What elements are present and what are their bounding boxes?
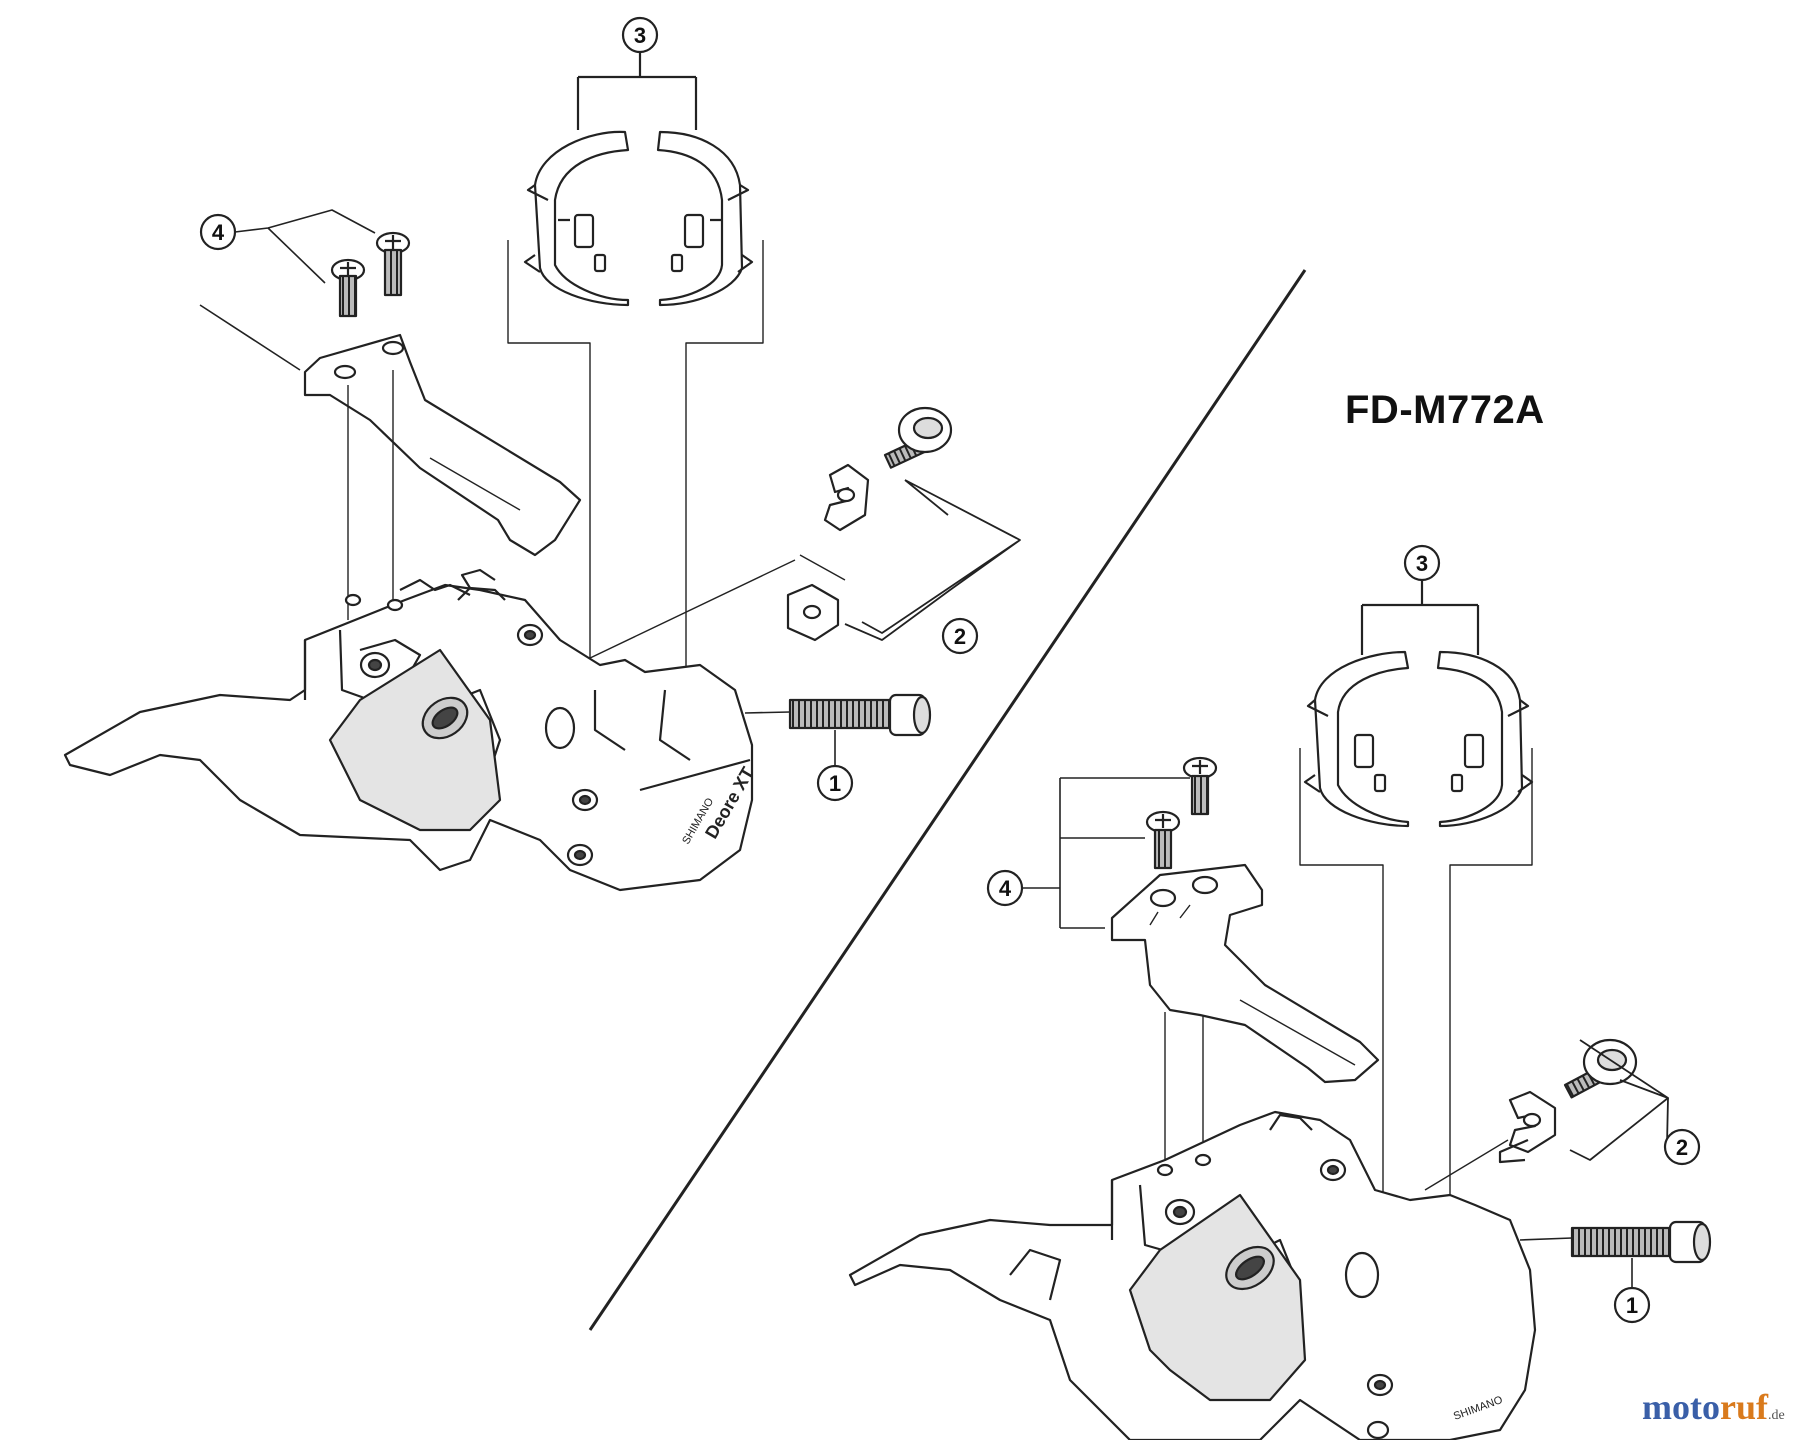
- front-derailleur-top: SHIMANO Deore XT: [63, 568, 758, 892]
- svg-text:2: 2: [954, 624, 966, 649]
- watermark-suffix: .de: [1767, 1408, 1785, 1423]
- cable-washer-bottom: [1498, 1090, 1557, 1164]
- front-derailleur-bottom: SHIMANO: [848, 1110, 1537, 1440]
- callout-3-top: 3: [576, 16, 698, 130]
- callout-2-bottom: 2: [1424, 1039, 1701, 1191]
- watermark-part1: moto: [1642, 1387, 1720, 1427]
- clamp-bolt-bottom: 1: [1519, 1220, 1712, 1324]
- svg-text:3: 3: [634, 23, 646, 48]
- mount-screw-2-top: [375, 231, 411, 297]
- cable-clamp-bolt-top: [883, 406, 953, 469]
- mount-screw-2-bottom: [1182, 756, 1218, 816]
- callout-3-bottom: 3: [1360, 544, 1480, 655]
- svg-text:3: 3: [1416, 551, 1428, 576]
- svg-text:1: 1: [829, 771, 841, 796]
- svg-text:2: 2: [1676, 1135, 1688, 1160]
- band-guide-bottom: [1299, 748, 1533, 1280]
- watermark-part2: ruf: [1719, 1387, 1768, 1427]
- cable-washer-top: [823, 463, 870, 532]
- screw-guide-top: [347, 370, 394, 620]
- cable-clamp-bolt-bottom: [1563, 1038, 1638, 1099]
- model-title: FD-M772A: [1345, 388, 1545, 432]
- callout-2-top: 2: [564, 479, 1021, 671]
- mount-plate-bottom: [1110, 863, 1380, 1084]
- bottom-variant: 3 4: [848, 544, 1712, 1440]
- callout-4-bottom: 4: [986, 777, 1190, 929]
- clamp-band-top: [523, 130, 754, 307]
- svg-text:4: 4: [212, 220, 225, 245]
- screw-guide-bottom: [1164, 1012, 1204, 1180]
- divider-line: [588, 269, 1307, 1331]
- square-nut-top: [786, 583, 840, 642]
- callout-4-top: 4: [199, 209, 376, 371]
- band-guide-top: [507, 240, 764, 690]
- mount-screw-1-top: [330, 258, 366, 318]
- watermark-logo: motoruf.de: [1642, 1386, 1785, 1428]
- mount-screw-1-bottom: [1145, 810, 1181, 870]
- svg-text:1: 1: [1626, 1293, 1638, 1318]
- top-variant: 3 4: [63, 16, 1021, 892]
- svg-text:4: 4: [999, 876, 1012, 901]
- clamp-bolt-top: 1: [744, 693, 932, 802]
- mount-plate-top: [303, 333, 582, 557]
- clamp-band-bottom: [1303, 650, 1534, 828]
